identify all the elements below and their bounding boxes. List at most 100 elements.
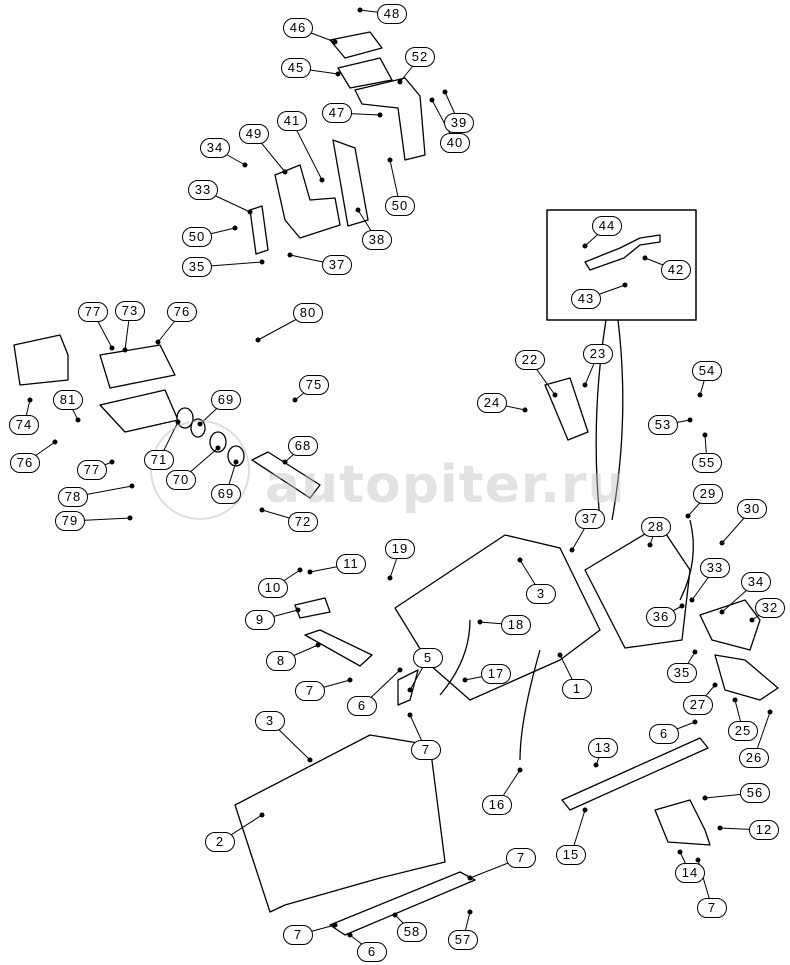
callout-13[interactable]: 13 xyxy=(588,738,618,758)
callout-10[interactable]: 10 xyxy=(258,578,288,598)
callout-39[interactable]: 39 xyxy=(444,113,474,133)
callout-58[interactable]: 58 xyxy=(397,922,427,942)
part-45 xyxy=(337,57,393,89)
part-49 xyxy=(274,164,341,239)
callout-11[interactable]: 11 xyxy=(336,554,366,574)
leader-arrowhead xyxy=(442,89,448,95)
callout-53[interactable]: 53 xyxy=(648,415,678,435)
leader-arrowhead xyxy=(557,652,563,658)
callout-19[interactable]: 19 xyxy=(385,539,415,559)
callout-3[interactable]: 3 xyxy=(255,711,285,731)
callout-30[interactable]: 30 xyxy=(737,499,767,519)
callout-81[interactable]: 81 xyxy=(53,390,83,410)
callout-69[interactable]: 69 xyxy=(211,484,241,504)
callout-70[interactable]: 70 xyxy=(166,470,196,490)
callout-35[interactable]: 35 xyxy=(182,257,212,277)
callout-37[interactable]: 37 xyxy=(322,255,352,275)
leader-arrowhead xyxy=(155,339,161,345)
callout-7[interactable]: 7 xyxy=(411,740,441,760)
callout-22[interactable]: 22 xyxy=(515,350,545,370)
callout-24[interactable]: 24 xyxy=(477,393,507,413)
part-12 xyxy=(654,799,711,846)
callout-6[interactable]: 6 xyxy=(347,696,377,716)
callout-43[interactable]: 43 xyxy=(571,289,601,309)
callout-76[interactable]: 76 xyxy=(167,302,197,322)
callout-77[interactable]: 77 xyxy=(78,302,108,322)
callout-29[interactable]: 29 xyxy=(693,484,723,504)
callout-44[interactable]: 44 xyxy=(592,216,622,236)
callout-7[interactable]: 7 xyxy=(283,925,313,945)
callout-46[interactable]: 46 xyxy=(283,18,313,38)
leader-arrowhead xyxy=(719,609,725,615)
callout-7[interactable]: 7 xyxy=(697,898,727,918)
callout-6[interactable]: 6 xyxy=(357,942,387,962)
callout-57[interactable]: 57 xyxy=(448,930,478,950)
callout-33[interactable]: 33 xyxy=(188,180,218,200)
callout-38[interactable]: 38 xyxy=(362,230,392,250)
leader-arrowhead xyxy=(712,682,718,688)
callout-69[interactable]: 69 xyxy=(211,390,241,410)
callout-72[interactable]: 72 xyxy=(288,512,318,532)
callout-47[interactable]: 47 xyxy=(322,103,352,123)
callout-32[interactable]: 32 xyxy=(755,598,785,618)
callout-42[interactable]: 42 xyxy=(661,260,691,280)
callout-25[interactable]: 25 xyxy=(728,721,758,741)
callout-79[interactable]: 79 xyxy=(55,511,85,531)
callout-9[interactable]: 9 xyxy=(245,610,275,630)
leader-arrowhead xyxy=(582,243,588,249)
callout-73[interactable]: 73 xyxy=(115,301,145,321)
callout-45[interactable]: 45 xyxy=(281,58,311,78)
leader-arrowhead xyxy=(582,807,588,813)
callout-80[interactable]: 80 xyxy=(293,303,323,323)
callout-18[interactable]: 18 xyxy=(501,615,531,635)
callout-15[interactable]: 15 xyxy=(556,845,586,865)
callout-14[interactable]: 14 xyxy=(675,863,705,883)
leader-arrowhead xyxy=(127,515,133,521)
callout-36[interactable]: 36 xyxy=(646,607,676,627)
callout-41[interactable]: 41 xyxy=(277,111,307,131)
callout-54[interactable]: 54 xyxy=(692,361,722,381)
leader-arrowhead xyxy=(347,932,353,938)
callout-27[interactable]: 27 xyxy=(683,695,713,715)
leader-arrowhead xyxy=(122,347,128,353)
callout-37[interactable]: 37 xyxy=(575,509,605,529)
callout-6[interactable]: 6 xyxy=(649,724,679,744)
callout-74[interactable]: 74 xyxy=(9,415,39,435)
part-58 xyxy=(329,871,476,936)
callout-56[interactable]: 56 xyxy=(740,783,770,803)
callout-50[interactable]: 50 xyxy=(182,227,212,247)
callout-34[interactable]: 34 xyxy=(741,572,771,592)
callout-23[interactable]: 23 xyxy=(583,344,613,364)
callout-26[interactable]: 26 xyxy=(739,748,769,768)
callout-34[interactable]: 34 xyxy=(200,138,230,158)
callout-78[interactable]: 78 xyxy=(58,487,88,507)
callout-68[interactable]: 68 xyxy=(288,436,318,456)
callout-50[interactable]: 50 xyxy=(385,196,415,216)
callout-1[interactable]: 1 xyxy=(562,679,592,699)
callout-35[interactable]: 35 xyxy=(667,663,697,683)
callout-7[interactable]: 7 xyxy=(506,848,536,868)
callout-3[interactable]: 3 xyxy=(526,584,556,604)
callout-71[interactable]: 71 xyxy=(144,450,174,470)
callout-28[interactable]: 28 xyxy=(641,517,671,537)
callout-52[interactable]: 52 xyxy=(405,47,435,67)
callout-2[interactable]: 2 xyxy=(205,832,235,852)
leader-arrowhead xyxy=(109,345,115,351)
callout-7[interactable]: 7 xyxy=(295,681,325,701)
callout-75[interactable]: 75 xyxy=(299,375,329,395)
callout-33[interactable]: 33 xyxy=(700,558,730,578)
callout-16[interactable]: 16 xyxy=(482,795,512,815)
callout-77[interactable]: 77 xyxy=(77,460,107,480)
callout-49[interactable]: 49 xyxy=(239,124,269,144)
callout-76[interactable]: 76 xyxy=(10,453,40,473)
leader-arrowhead xyxy=(522,407,528,413)
leader-arrowhead xyxy=(719,540,725,546)
callout-8[interactable]: 8 xyxy=(266,651,296,671)
callout-40[interactable]: 40 xyxy=(440,133,470,153)
callout-5[interactable]: 5 xyxy=(413,648,443,668)
callout-17[interactable]: 17 xyxy=(481,664,511,684)
callout-12[interactable]: 12 xyxy=(749,820,779,840)
leader-arrowhead xyxy=(677,849,683,855)
callout-55[interactable]: 55 xyxy=(692,453,722,473)
callout-48[interactable]: 48 xyxy=(377,4,407,24)
